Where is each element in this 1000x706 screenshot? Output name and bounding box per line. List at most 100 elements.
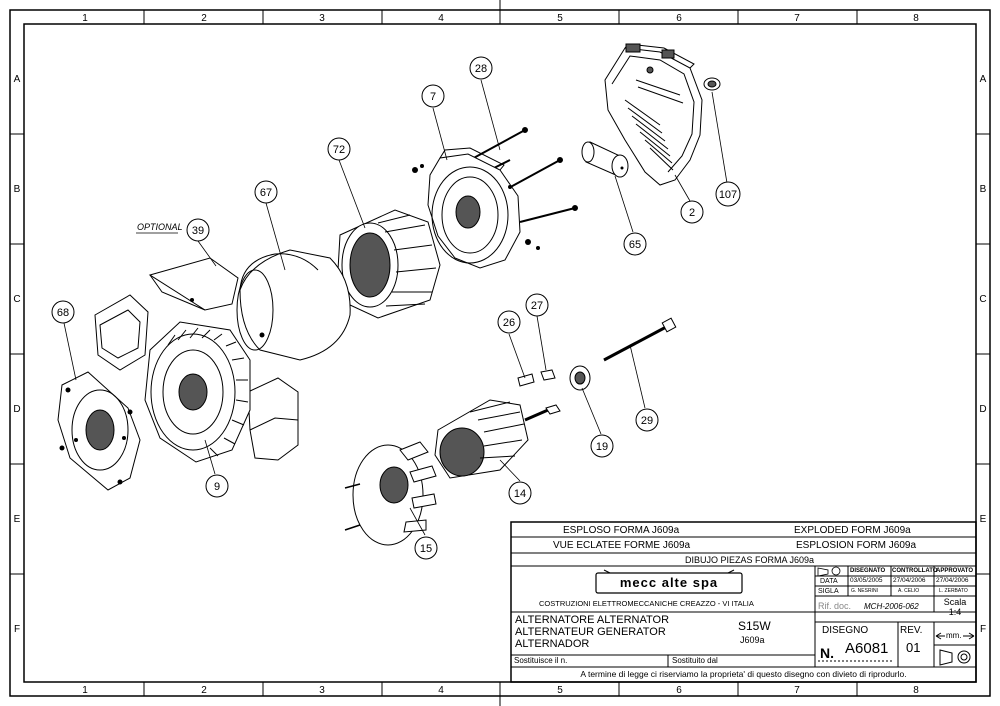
label-rev: REV.: [900, 625, 923, 636]
date-controllato: 27/04/2006: [893, 577, 926, 584]
disegno-n: N.: [820, 645, 834, 661]
part-keys: [517, 369, 561, 415]
col-label: 5: [557, 685, 563, 696]
callout-number: 67: [260, 187, 272, 199]
copyright-notice: A termine di legge ci riserviamo la prop…: [580, 669, 907, 679]
grid-column-labels-bottom: 1 2 3 4 5 6 7 8: [82, 685, 919, 696]
part-stator: [337, 209, 441, 319]
model-code: J609a: [740, 635, 765, 645]
row-label: A: [14, 74, 21, 85]
row-label: C: [979, 294, 986, 305]
label-sigla: SIGLA: [818, 588, 839, 595]
callout-number: 65: [629, 239, 641, 251]
callout-26: 26: [497, 310, 521, 334]
part-plug: [703, 77, 721, 91]
date-approvato: 27/04/2006: [936, 577, 969, 584]
part-tie-rods: [469, 127, 578, 223]
replaced-by: Sostituito dal: [672, 656, 718, 665]
col-label: 8: [913, 685, 919, 696]
callout-number: 19: [596, 441, 608, 453]
title-exploded: EXPLODED FORM J609a: [794, 525, 911, 536]
callout-number: 7: [430, 91, 436, 103]
header-controllato: CONTROLLATO: [892, 568, 938, 574]
header-approvato: APPROVATO: [936, 568, 974, 574]
model-name: S15W: [738, 619, 771, 633]
part-rear-bracket: [412, 147, 540, 269]
replaces: Sostituisce il n.: [514, 656, 568, 665]
label-data: DATA: [820, 578, 838, 585]
row-label: B: [14, 184, 21, 195]
callout-number: 72: [333, 144, 345, 156]
label-disegno: DISEGNO: [822, 625, 869, 636]
callouts: 28 7 72 67 39 68 9 2 107 65 26 27 29 19 …: [51, 56, 741, 560]
label-scala: Scala: [943, 597, 967, 607]
logo-frame: [595, 569, 743, 594]
row-label: E: [14, 514, 21, 525]
product-name-3: ALTERNADOR: [515, 638, 590, 650]
callout-2: 2: [680, 200, 704, 224]
grid-row-labels-right: A B C D E F: [979, 74, 986, 635]
part-bearing: [569, 365, 591, 391]
col-label: 7: [794, 685, 800, 696]
product-name-2: ALTERNATEUR GENERATOR: [515, 626, 666, 638]
title-explosion: ESPLOSION FORM J609a: [796, 540, 917, 551]
callout-39: 39: [186, 218, 210, 242]
row-label: F: [980, 624, 986, 635]
callout-27: 27: [525, 293, 549, 317]
sigla-approvato: L. ZERBATO: [939, 588, 968, 594]
sheet-frame: [9, 0, 991, 706]
callout-7: 7: [421, 84, 445, 108]
row-label: F: [14, 624, 20, 635]
row-label: D: [13, 404, 20, 415]
callout-67: 67: [254, 180, 278, 204]
callout-28: 28: [469, 56, 493, 80]
grid-column-labels-top: 1 2 3 4 5 6 7 8: [82, 13, 919, 24]
callout-19: 19: [590, 434, 614, 458]
part-front-bracket: [144, 321, 265, 463]
row-label: B: [980, 184, 987, 195]
row-label: E: [980, 514, 987, 525]
optional-label: OPTIONAL: [137, 222, 183, 232]
part-rear-cover: [604, 43, 703, 186]
callout-number: 14: [514, 488, 526, 500]
part-band-cover: [236, 249, 351, 361]
col-label: 3: [319, 685, 325, 696]
title-block-grid: [510, 521, 977, 683]
leader-lines: [63, 79, 728, 536]
part-optional-grid: [148, 257, 239, 311]
part-front-plate: [57, 371, 141, 491]
callout-number: 15: [420, 543, 432, 555]
sigla-disegnato: G. NESRINI: [851, 588, 878, 594]
title-vue: VUE ECLATEE FORME J609a: [553, 540, 691, 551]
part-rotor: [434, 399, 549, 479]
callout-number: 68: [57, 307, 69, 319]
title-esploso: ESPLOSO FORMA J609a: [563, 525, 680, 536]
callout-number: 28: [475, 63, 487, 75]
col-label: 7: [794, 13, 800, 24]
callout-number: 26: [503, 317, 515, 329]
callout-number: 29: [641, 415, 653, 427]
company-address: COSTRUZIONI ELETTROMECCANICHE CREAZZO - …: [539, 599, 754, 608]
title-dibujo: DIBUJO PIEZAS FORMA J609a: [685, 555, 815, 565]
col-label: 2: [201, 13, 207, 24]
scala-value: 1:4: [948, 607, 962, 617]
date-disegnato: 03/05/2005: [850, 577, 883, 584]
part-side-plate: [94, 294, 149, 371]
col-label: 1: [82, 685, 88, 696]
col-label: 8: [913, 13, 919, 24]
callout-number: 107: [719, 189, 737, 201]
row-label: D: [979, 404, 986, 415]
row-label: A: [980, 74, 987, 85]
callout-number: 27: [531, 300, 543, 312]
callout-number: 39: [192, 225, 204, 237]
grid-row-labels-left: A B C D E F: [13, 74, 20, 635]
product-name-1: ALTERNATORE ALTERNATOR: [515, 614, 670, 626]
col-label: 6: [676, 13, 682, 24]
col-label: 1: [82, 13, 88, 24]
part-through-bolt: [603, 317, 677, 362]
company-logo: mecc alte spa: [619, 575, 719, 590]
callout-29: 29: [635, 408, 659, 432]
callout-14: 14: [508, 481, 532, 505]
